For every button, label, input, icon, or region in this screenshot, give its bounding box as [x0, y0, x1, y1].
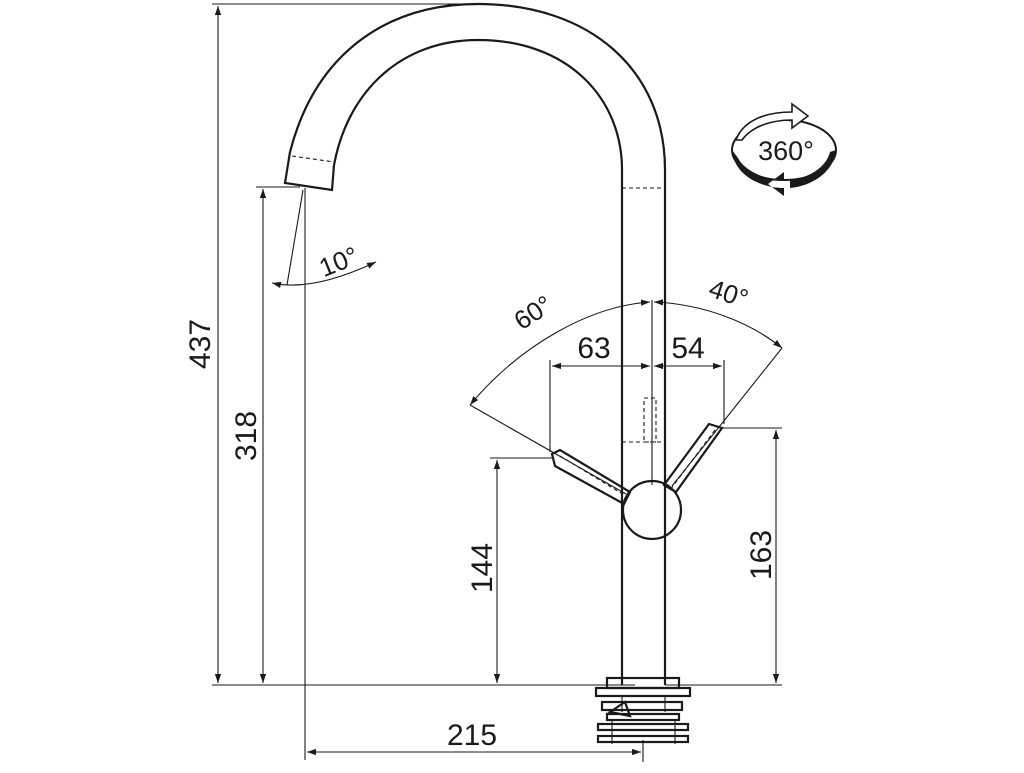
angle-lever-right-label: 40° — [705, 273, 752, 314]
angle-spout-tilt: 10° — [271, 188, 377, 760]
rotation-label: 360° — [758, 136, 814, 166]
dimension-left-lever-height-label: 144 — [466, 543, 499, 593]
lever-axis-rect — [643, 397, 657, 443]
dimension-total-height-label: 437 — [184, 319, 217, 369]
dimension-right-lever-offset-label: 54 — [671, 332, 704, 365]
spout-outer-curve — [288, 2, 667, 685]
dimension-reach-label: 215 — [447, 719, 497, 752]
rotate-360-icon: 360° — [731, 102, 837, 196]
faucet-outline — [283, 2, 724, 744]
spout-inner-curve — [332, 38, 624, 685]
angle-spout-tilt-label: 10° — [315, 240, 363, 283]
spout-tip — [283, 151, 336, 192]
lever-left-dash — [559, 455, 627, 497]
dimension-spout-height: 318 — [230, 186, 300, 683]
spout-tip-dash — [291, 155, 335, 163]
dimension-right-lever-offset: 54 — [654, 332, 725, 424]
dimension-total-height: 437 — [184, 3, 635, 686]
dimension-left-lever-height: 144 — [466, 457, 552, 683]
mounting-hardware — [594, 676, 692, 744]
lever-left — [550, 448, 632, 506]
dimension-reach: 215 — [307, 719, 644, 762]
dimension-right-lever-height: 163 — [665, 427, 782, 686]
lever-right — [662, 422, 724, 494]
angle-lever-left-label: 60° — [508, 289, 557, 336]
dimension-left-lever-offset: 63 — [549, 332, 650, 452]
dimension-left-lever-offset-label: 63 — [577, 332, 610, 365]
dimension-spout-height-label: 318 — [230, 411, 263, 461]
lever-angle-guides — [469, 300, 783, 495]
dimension-right-lever-height-label: 163 — [745, 530, 778, 580]
